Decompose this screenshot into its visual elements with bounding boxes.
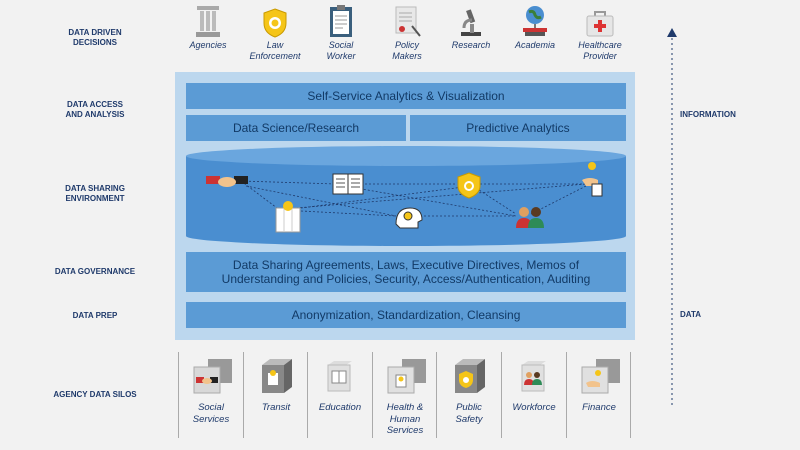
label-data-driven-decisions: DATA DRIVEN DECISIONS: [68, 28, 122, 47]
silo-divider: [630, 352, 631, 438]
data-prep-bar: Anonymization, Standardization, Cleansin…: [186, 302, 626, 328]
governance-bar: Data Sharing Agreements, Laws, Executive…: [186, 252, 626, 292]
label-data-governance: DATA GOVERNANCE: [54, 267, 136, 276]
decision-healthcare-provider: Healthcare Provider: [565, 2, 635, 62]
police-badge-icon: [437, 352, 501, 400]
information-flow-arrow: [667, 28, 677, 406]
finance-icon: [582, 162, 603, 197]
predictive-analytics-bar: Predictive Analytics: [410, 115, 626, 141]
police-badge-icon: [457, 172, 481, 199]
data-sharing-cylinder: [186, 146, 626, 246]
transit-icon: [244, 352, 308, 400]
handshake-icon: [179, 352, 243, 400]
people-icon: [516, 207, 544, 228]
silo-transit: Transit: [244, 352, 308, 440]
decision-policy-makers: Policy Makers: [372, 2, 442, 62]
microscope-icon: [436, 2, 506, 38]
silo-divider: [307, 352, 308, 438]
police-badge-icon: [240, 2, 310, 38]
label-agency-data-silos: AGENCY DATA SILOS: [53, 390, 137, 399]
data-science-bar: Data Science/Research: [186, 115, 406, 141]
book-icon: [308, 352, 372, 400]
label-data: DATA: [680, 310, 702, 319]
silo-divider: [372, 352, 373, 438]
people-icon: [502, 352, 566, 400]
decision-label: Policy Makers: [392, 40, 422, 61]
decision-label: Academia: [514, 40, 556, 50]
decision-agencies: Agencies: [173, 2, 243, 51]
decision-label: Agencies: [189, 40, 227, 50]
decision-label: Healthcare Provider: [578, 40, 622, 61]
silo-divider: [243, 352, 244, 438]
silo-label: Social Services: [192, 402, 230, 425]
silo-social-services: Social Services: [179, 352, 243, 440]
silo-divider: [436, 352, 437, 438]
decision-research: Research: [436, 2, 506, 51]
globe-books-icon: [500, 2, 570, 38]
silo-label: Transit: [261, 402, 291, 413]
decision-label: Law Enforcement: [249, 40, 301, 61]
silo-divider: [566, 352, 567, 438]
clipboard-icon: [306, 2, 376, 38]
decision-label: Social Worker: [326, 40, 356, 61]
silo-divider: [178, 352, 179, 438]
book-icon: [332, 173, 364, 195]
scroll-icon: [372, 2, 442, 38]
silo-label: Health & Human Services: [386, 402, 424, 436]
label-information: INFORMATION: [680, 110, 736, 119]
silo-education: Education: [308, 352, 372, 440]
first-aid-kit-icon: [565, 2, 635, 38]
decision-law-enforcement: Law Enforcement: [240, 2, 310, 62]
finance-icon: [567, 352, 631, 400]
label-data-prep: DATA PREP: [72, 311, 118, 320]
silo-health-human-services: Health & Human Services: [373, 352, 437, 440]
self-service-analytics-bar: Self-Service Analytics & Visualization: [186, 83, 626, 109]
silo-workforce: Workforce: [502, 352, 566, 440]
label-data-access: DATA ACCESS AND ANALYSIS: [65, 100, 125, 119]
transit-icon: [275, 201, 301, 233]
silo-public-safety: Public Safety: [437, 352, 501, 440]
silo-label: Workforce: [512, 402, 556, 413]
decision-social-worker: Social Worker: [306, 2, 376, 62]
columns-icon: [173, 2, 243, 38]
silo-divider: [501, 352, 502, 438]
silo-label: Education: [318, 402, 362, 413]
health-icon: [395, 207, 423, 229]
handshake-icon: [206, 176, 248, 187]
silo-label: Finance: [582, 402, 616, 413]
label-data-sharing: DATA SHARING ENVIRONMENT: [65, 184, 125, 203]
decision-label: Research: [451, 40, 491, 50]
health-icon: [373, 352, 437, 400]
silo-finance: Finance: [567, 352, 631, 440]
decision-academia: Academia: [500, 2, 570, 51]
silo-label: Public Safety: [455, 402, 483, 425]
